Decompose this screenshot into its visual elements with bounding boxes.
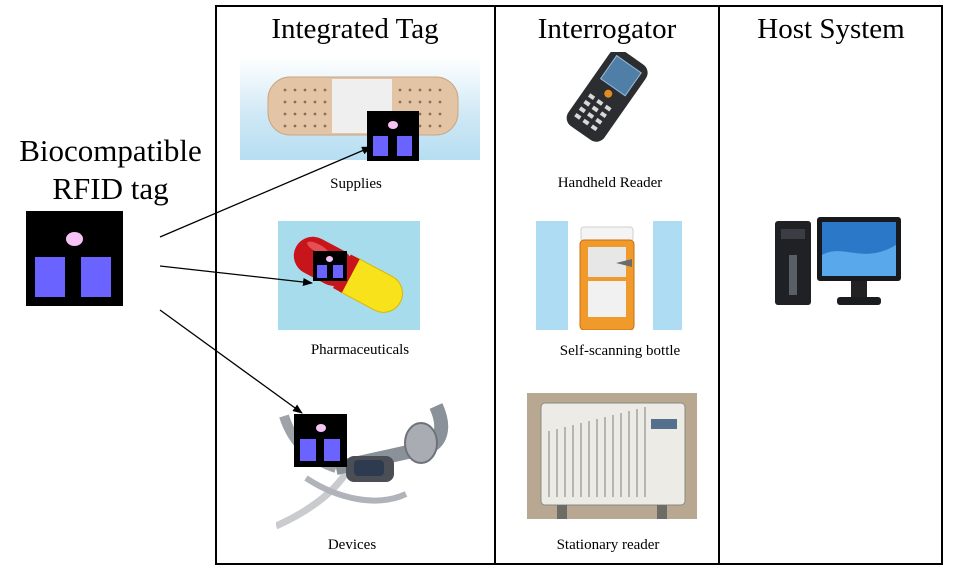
column-title-interrogator: Interrogator [537, 13, 677, 45]
supplies-tag-icon [367, 111, 419, 161]
desktop-computer-drawing [775, 217, 901, 305]
left-title: Biocompatible RFID tag [8, 132, 213, 208]
caption-self-scanning-bottle: Self-scanning bottle [559, 343, 681, 359]
caption-stationary-reader: Stationary reader [556, 537, 660, 553]
column-title-integrated-tag: Integrated Tag [271, 13, 439, 45]
pharmaceuticals-tag-icon [313, 251, 347, 281]
stationary-reader-image [527, 393, 697, 519]
device-drawing [276, 403, 449, 530]
caption-supplies: Supplies [330, 176, 382, 192]
arrow-to-supplies [159, 146, 372, 238]
handheld-reader-drawing [566, 52, 648, 142]
stationary-reader-drawing [540, 402, 686, 519]
pill-bottle-drawing [579, 226, 635, 330]
left-title-line2: RFID tag [52, 171, 169, 206]
caption-handheld-reader: Handheld Reader [557, 175, 663, 191]
column-divider-2 [718, 5, 720, 565]
left-title-line1: Biocompatible [19, 133, 202, 168]
column-divider-1 [494, 5, 496, 565]
desktop-computer-image [773, 215, 903, 311]
devices-tag-icon [294, 414, 347, 467]
capsule-image [278, 221, 420, 330]
pill-bottle-image [536, 221, 682, 330]
arrow-to-devices [159, 309, 303, 414]
rfid-tag-icon [26, 211, 123, 306]
table-frame [215, 5, 943, 565]
medical-device-image [276, 398, 452, 530]
column-title-host-system: Host System [757, 13, 905, 45]
caption-devices: Devices [327, 537, 377, 553]
arrow-to-pharmaceuticals [159, 265, 313, 286]
caption-pharmaceuticals: Pharmaceuticals [310, 342, 410, 358]
handheld-reader-image [552, 52, 660, 142]
